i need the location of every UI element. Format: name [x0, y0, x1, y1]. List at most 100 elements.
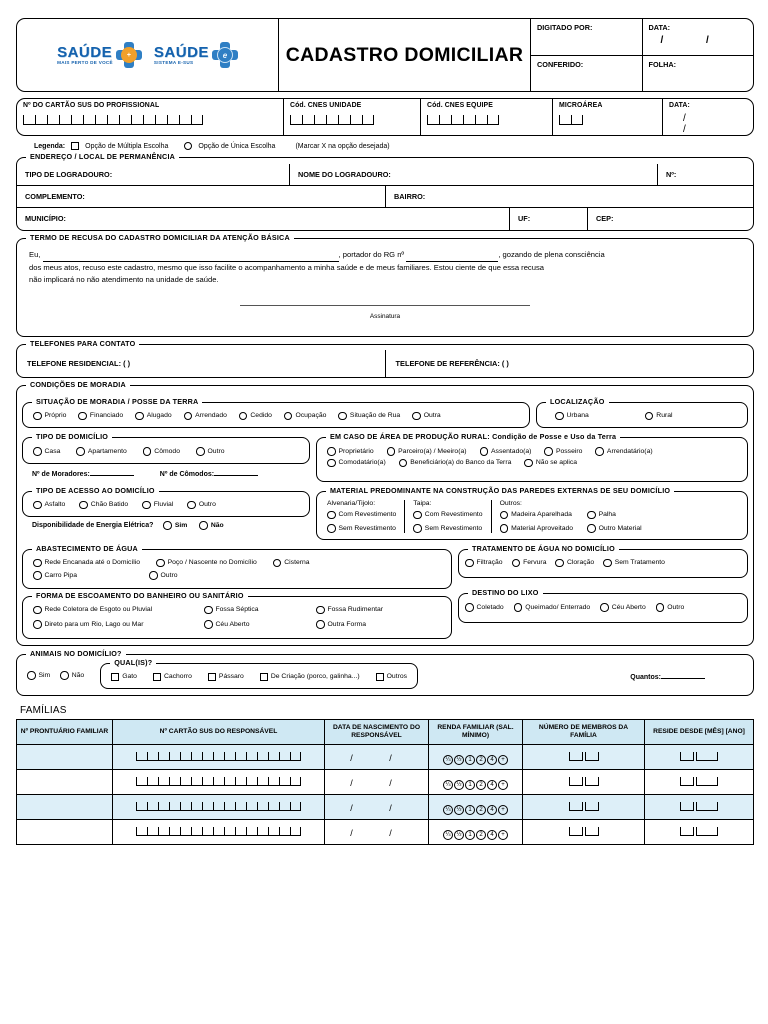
reside-desde-cell[interactable] — [644, 819, 754, 846]
radio-icon[interactable] — [33, 500, 42, 510]
checkbox-icon[interactable] — [207, 672, 216, 681]
radio-icon[interactable] — [163, 521, 172, 530]
code-box[interactable] — [83, 115, 95, 125]
code-box[interactable] — [147, 777, 158, 787]
option-fossa-s-ptica[interactable]: Fossa Séptica — [204, 605, 300, 615]
option-com-revestimento[interactable]: Com Revestimento — [413, 510, 483, 520]
renda-option[interactable]: 2 — [476, 755, 486, 766]
reside-desde-cell[interactable] — [644, 794, 754, 821]
cartao-sus-cell[interactable] — [112, 794, 325, 821]
option-c-modo[interactable]: Cômodo — [142, 447, 180, 456]
radio-icon[interactable] — [33, 447, 42, 456]
code-box[interactable] — [235, 777, 246, 787]
telefone-residencial-field[interactable]: TELEFONE RESIDENCIAL: ( ) — [17, 350, 385, 377]
option-sim[interactable]: Sim — [163, 521, 187, 530]
code-box[interactable] — [167, 115, 179, 125]
radio-icon[interactable] — [595, 447, 604, 456]
cartao-sus-profissional-field[interactable]: Nº DO CARTÃO SUS DO PROFISSIONAL — [17, 99, 283, 135]
reside-desde-boxes[interactable] — [680, 802, 718, 812]
option-casa[interactable]: Casa — [33, 447, 60, 456]
code-box[interactable] — [571, 115, 583, 125]
code-box[interactable] — [158, 752, 169, 762]
code-box[interactable] — [180, 777, 191, 787]
renda-option[interactable]: ¼ — [443, 830, 453, 841]
code-box[interactable] — [136, 777, 147, 787]
prontuario-cell[interactable] — [16, 769, 113, 796]
renda-option[interactable]: + — [498, 755, 508, 766]
numero-membros-cell[interactable] — [522, 744, 645, 771]
complemento-field[interactable]: COMPLEMENTO: — [17, 186, 385, 207]
code-box[interactable] — [202, 827, 213, 837]
code-box[interactable] — [268, 802, 279, 812]
code-box[interactable] — [158, 777, 169, 787]
radio-icon[interactable] — [27, 671, 36, 680]
bairro-field[interactable]: BAIRRO: — [385, 186, 753, 207]
radio-icon[interactable] — [413, 524, 422, 533]
radio-icon[interactable] — [149, 571, 158, 580]
option-benefici-rio-a-do-banco-da-terra[interactable]: Beneficiário(a) do Banco da Terra — [398, 458, 511, 468]
renda-option[interactable]: + — [498, 830, 508, 841]
radio-icon[interactable] — [142, 447, 152, 456]
option-posseiro[interactable]: Posseiro — [544, 447, 582, 456]
option-cachorro[interactable]: Cachorro — [152, 672, 192, 681]
code-box[interactable] — [224, 827, 235, 837]
option-rede-coletora-de-esgoto-ou-pluvial[interactable]: Rede Coletora de Esgoto ou Pluvial — [33, 605, 188, 615]
assinatura-area[interactable]: Assinatura — [29, 298, 741, 323]
radio-icon[interactable] — [398, 458, 408, 468]
radio-icon[interactable] — [412, 411, 421, 421]
code-box[interactable] — [246, 827, 257, 837]
code-box[interactable] — [131, 115, 143, 125]
radio-icon[interactable] — [196, 447, 205, 456]
renda-option[interactable]: 2 — [476, 780, 486, 791]
renda-option[interactable]: 4 — [487, 780, 497, 791]
option-pr-prio[interactable]: Próprio — [33, 411, 66, 421]
option-sem-revestimento[interactable]: Sem Revestimento — [327, 524, 396, 533]
code-box[interactable] — [169, 752, 180, 762]
radio-icon[interactable] — [33, 620, 42, 629]
option-financiado[interactable]: Financiado — [78, 411, 123, 421]
code-box[interactable] — [169, 802, 180, 812]
option-outro[interactable]: Outro — [187, 500, 216, 510]
code-box[interactable] — [147, 802, 158, 812]
radio-icon[interactable] — [511, 558, 521, 568]
option-situa-o-de-rua[interactable]: Situação de Rua — [338, 411, 400, 421]
option-sem-tratamento[interactable]: Sem Tratamento — [603, 558, 665, 568]
data-nascimento-cell[interactable]: / / — [324, 769, 429, 796]
code-box[interactable] — [268, 827, 279, 837]
code-box[interactable] — [246, 802, 257, 812]
radio-icon[interactable] — [78, 411, 87, 421]
option-rural[interactable]: Rural — [644, 411, 673, 421]
renda-option[interactable]: + — [498, 805, 508, 816]
cnes-unidade-boxes[interactable] — [290, 115, 414, 125]
radio-icon[interactable] — [465, 603, 474, 612]
option-cedido[interactable]: Cedido — [238, 411, 272, 421]
code-box[interactable] — [180, 752, 191, 762]
code-box[interactable] — [246, 752, 257, 762]
code-box[interactable] — [235, 752, 246, 762]
reside-desde-boxes[interactable] — [680, 827, 718, 837]
reside-desde-cell[interactable] — [644, 744, 754, 771]
option-clora-o[interactable]: Cloração — [555, 558, 594, 568]
radio-icon[interactable] — [513, 603, 523, 612]
reside-desde-cell[interactable] — [644, 769, 754, 796]
code-box[interactable] — [475, 115, 487, 125]
code-box[interactable] — [487, 115, 499, 125]
radio-icon[interactable] — [386, 447, 396, 456]
radio-icon[interactable] — [338, 411, 347, 421]
code-box[interactable] — [59, 115, 71, 125]
code-box[interactable] — [191, 827, 202, 837]
code-box[interactable] — [35, 115, 47, 125]
checkbox-icon[interactable] — [152, 672, 161, 681]
code-box[interactable] — [191, 802, 202, 812]
option-fluvial[interactable]: Fluvial — [142, 500, 173, 510]
cnes-equipe-boxes[interactable] — [427, 115, 546, 125]
radio-icon[interactable] — [142, 500, 151, 510]
option-fervura[interactable]: Fervura — [511, 558, 546, 568]
code-box[interactable] — [268, 752, 279, 762]
data-nascimento-cell[interactable]: / / — [324, 794, 429, 821]
option-asfalto[interactable]: Asfalto — [33, 500, 65, 510]
membros-boxes[interactable] — [568, 752, 599, 762]
option-assentado-a[interactable]: Assentado(a) — [479, 447, 531, 456]
